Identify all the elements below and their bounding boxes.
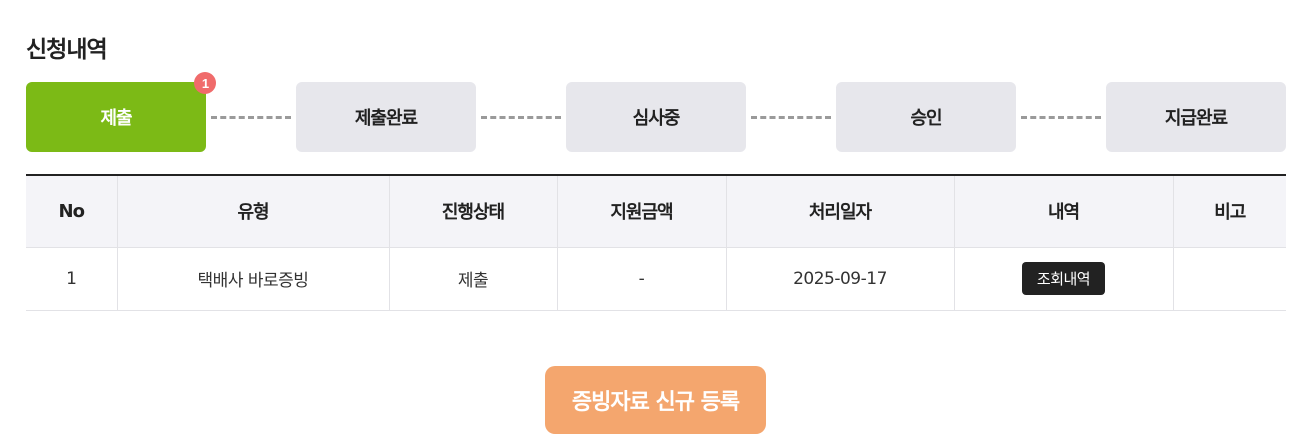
table-header-row: No 유형 진행상태 지원금액 처리일자 내역 비고 [26,175,1286,248]
step-connector [481,116,561,119]
step-label: 지급완료 [1164,108,1228,129]
page-title: 신청내역 [26,37,108,63]
step-connector [751,116,831,119]
cell-detail: 조회내역 [953,247,1173,311]
step-approved: 승인 [836,82,1016,152]
column-header-date: 처리일자 [725,175,954,248]
step-connector [1021,116,1101,119]
step-label: 승인 [910,108,942,129]
table-row: 1 택배사 바로증빙 제출 - 2025-09-17 조회내역 [26,247,1286,311]
step-label: 심사중 [632,108,681,129]
cell-no: 1 [26,247,117,311]
cell-status: 제출 [388,247,557,311]
step-paid: 지급완료 [1106,82,1286,152]
column-header-note: 비고 [1172,175,1286,248]
step-submit-complete: 제출완료 [296,82,476,152]
column-header-no: No [26,175,117,248]
progress-steps: 제출 1 제출완료 심사중 승인 지급완료 [26,72,1286,152]
register-new-evidence-button[interactable]: 증빙자료 신규 등록 [545,366,766,434]
step-label: 제출 [100,108,132,129]
application-history-table: No 유형 진행상태 지원금액 처리일자 내역 비고 1 택배사 바로증빙 제출… [26,174,1286,311]
step-connector [211,116,291,119]
column-header-type: 유형 [116,175,389,248]
notification-badge: 1 [194,72,216,94]
view-detail-button[interactable]: 조회내역 [1021,262,1106,295]
step-submit: 제출 1 [26,72,216,152]
step-label: 제출완료 [354,108,418,129]
cell-type: 택배사 바로증빙 [116,247,389,311]
column-header-detail: 내역 [953,175,1173,248]
step-under-review: 심사중 [566,82,746,152]
column-header-status: 진행상태 [388,175,557,248]
cell-date: 2025-09-17 [725,247,954,311]
cell-amount: - [556,247,726,311]
cell-note [1172,247,1286,311]
column-header-amount: 지원금액 [556,175,726,248]
